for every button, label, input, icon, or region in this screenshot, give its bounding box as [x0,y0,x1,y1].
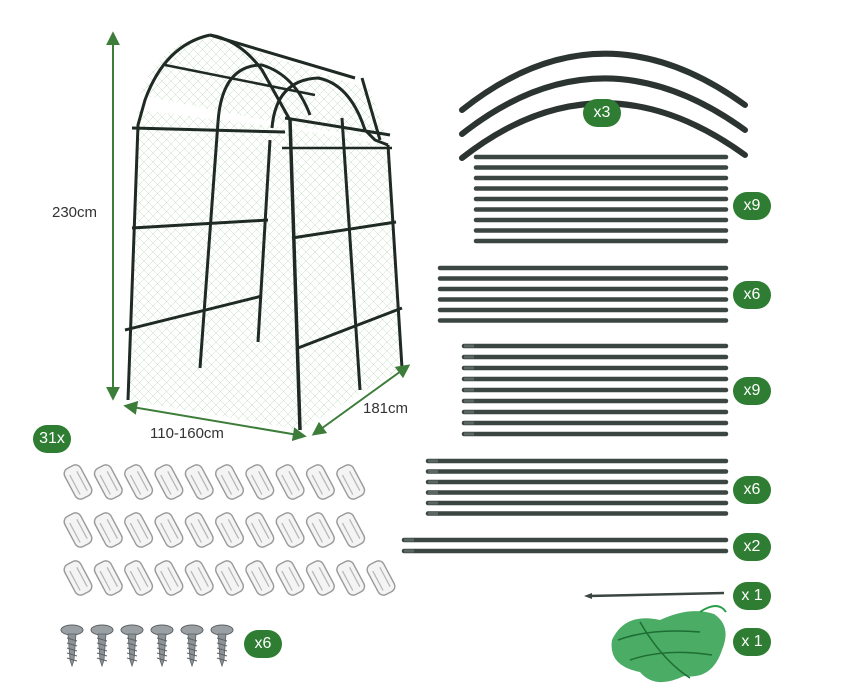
net-right-panel [288,128,402,430]
net-bundle [611,605,727,683]
net-clip [336,464,366,500]
net-roof [140,35,388,140]
net-clip [154,560,184,596]
net-clip [214,512,245,548]
net-clip [366,560,396,596]
rod-group-rods_b [437,265,729,323]
net-clip [305,560,335,596]
net-clip [184,560,214,596]
screw [90,624,114,668]
net-clip [275,464,305,500]
width-label: 110-160cm [150,425,224,442]
qty-badge-arches: x3 [583,99,621,127]
qty-badge-stake: x 1 [733,582,771,610]
qty-badge-rods-d: x6 [733,476,771,504]
net-clip [154,464,184,500]
screw [150,624,174,668]
net-clip [124,560,154,596]
net-clip [93,560,123,596]
net-clip [93,512,123,548]
depth-arrow [311,364,411,436]
screw-row [60,624,234,668]
qty-badge-net: x 1 [733,628,771,656]
depth-label: 181cm [363,400,409,417]
rod-group-rods_d [425,458,729,516]
net-clip [245,464,275,500]
net-clip [124,464,154,500]
rod-groups [401,154,729,554]
screw [60,624,84,668]
net-clip [63,560,93,596]
net-clip [245,560,275,596]
net-clip [124,512,154,548]
net-clip [214,560,245,596]
net-clip [184,464,214,500]
net-clip [336,512,366,548]
screw [120,624,144,668]
tunnel-frame [124,33,404,431]
net-clip [336,560,366,596]
net-clip [214,464,245,500]
net-clip [275,512,305,548]
net-clip [63,512,93,548]
net-side-panel [128,110,300,430]
qty-badge-clips: 31x [33,425,71,453]
qty-badge-rods-c: x9 [733,377,771,405]
net-clip [93,464,123,500]
clip-grid [63,464,396,596]
net-clip [305,464,335,500]
net-clip [184,512,214,548]
rod-group-rods_c [461,343,729,437]
rod-group-rods_e [401,537,729,554]
net-clip [154,512,184,548]
screw [180,624,204,668]
net-clip [63,464,93,500]
width-arrow [123,400,307,442]
qty-badge-rods-e: x2 [733,533,771,561]
dimension-arrows [106,31,411,442]
net-clip [305,512,335,548]
qty-badge-rods-b: x6 [733,281,771,309]
height-label: 230cm [52,204,98,221]
qty-badge-screws: x6 [244,630,282,658]
qty-badge-rods-a: x9 [733,192,771,220]
net-clip [245,512,275,548]
net-clip [275,560,305,596]
rod-group-rods_a [473,154,729,244]
ground-stake [584,591,725,599]
screw [210,624,234,668]
